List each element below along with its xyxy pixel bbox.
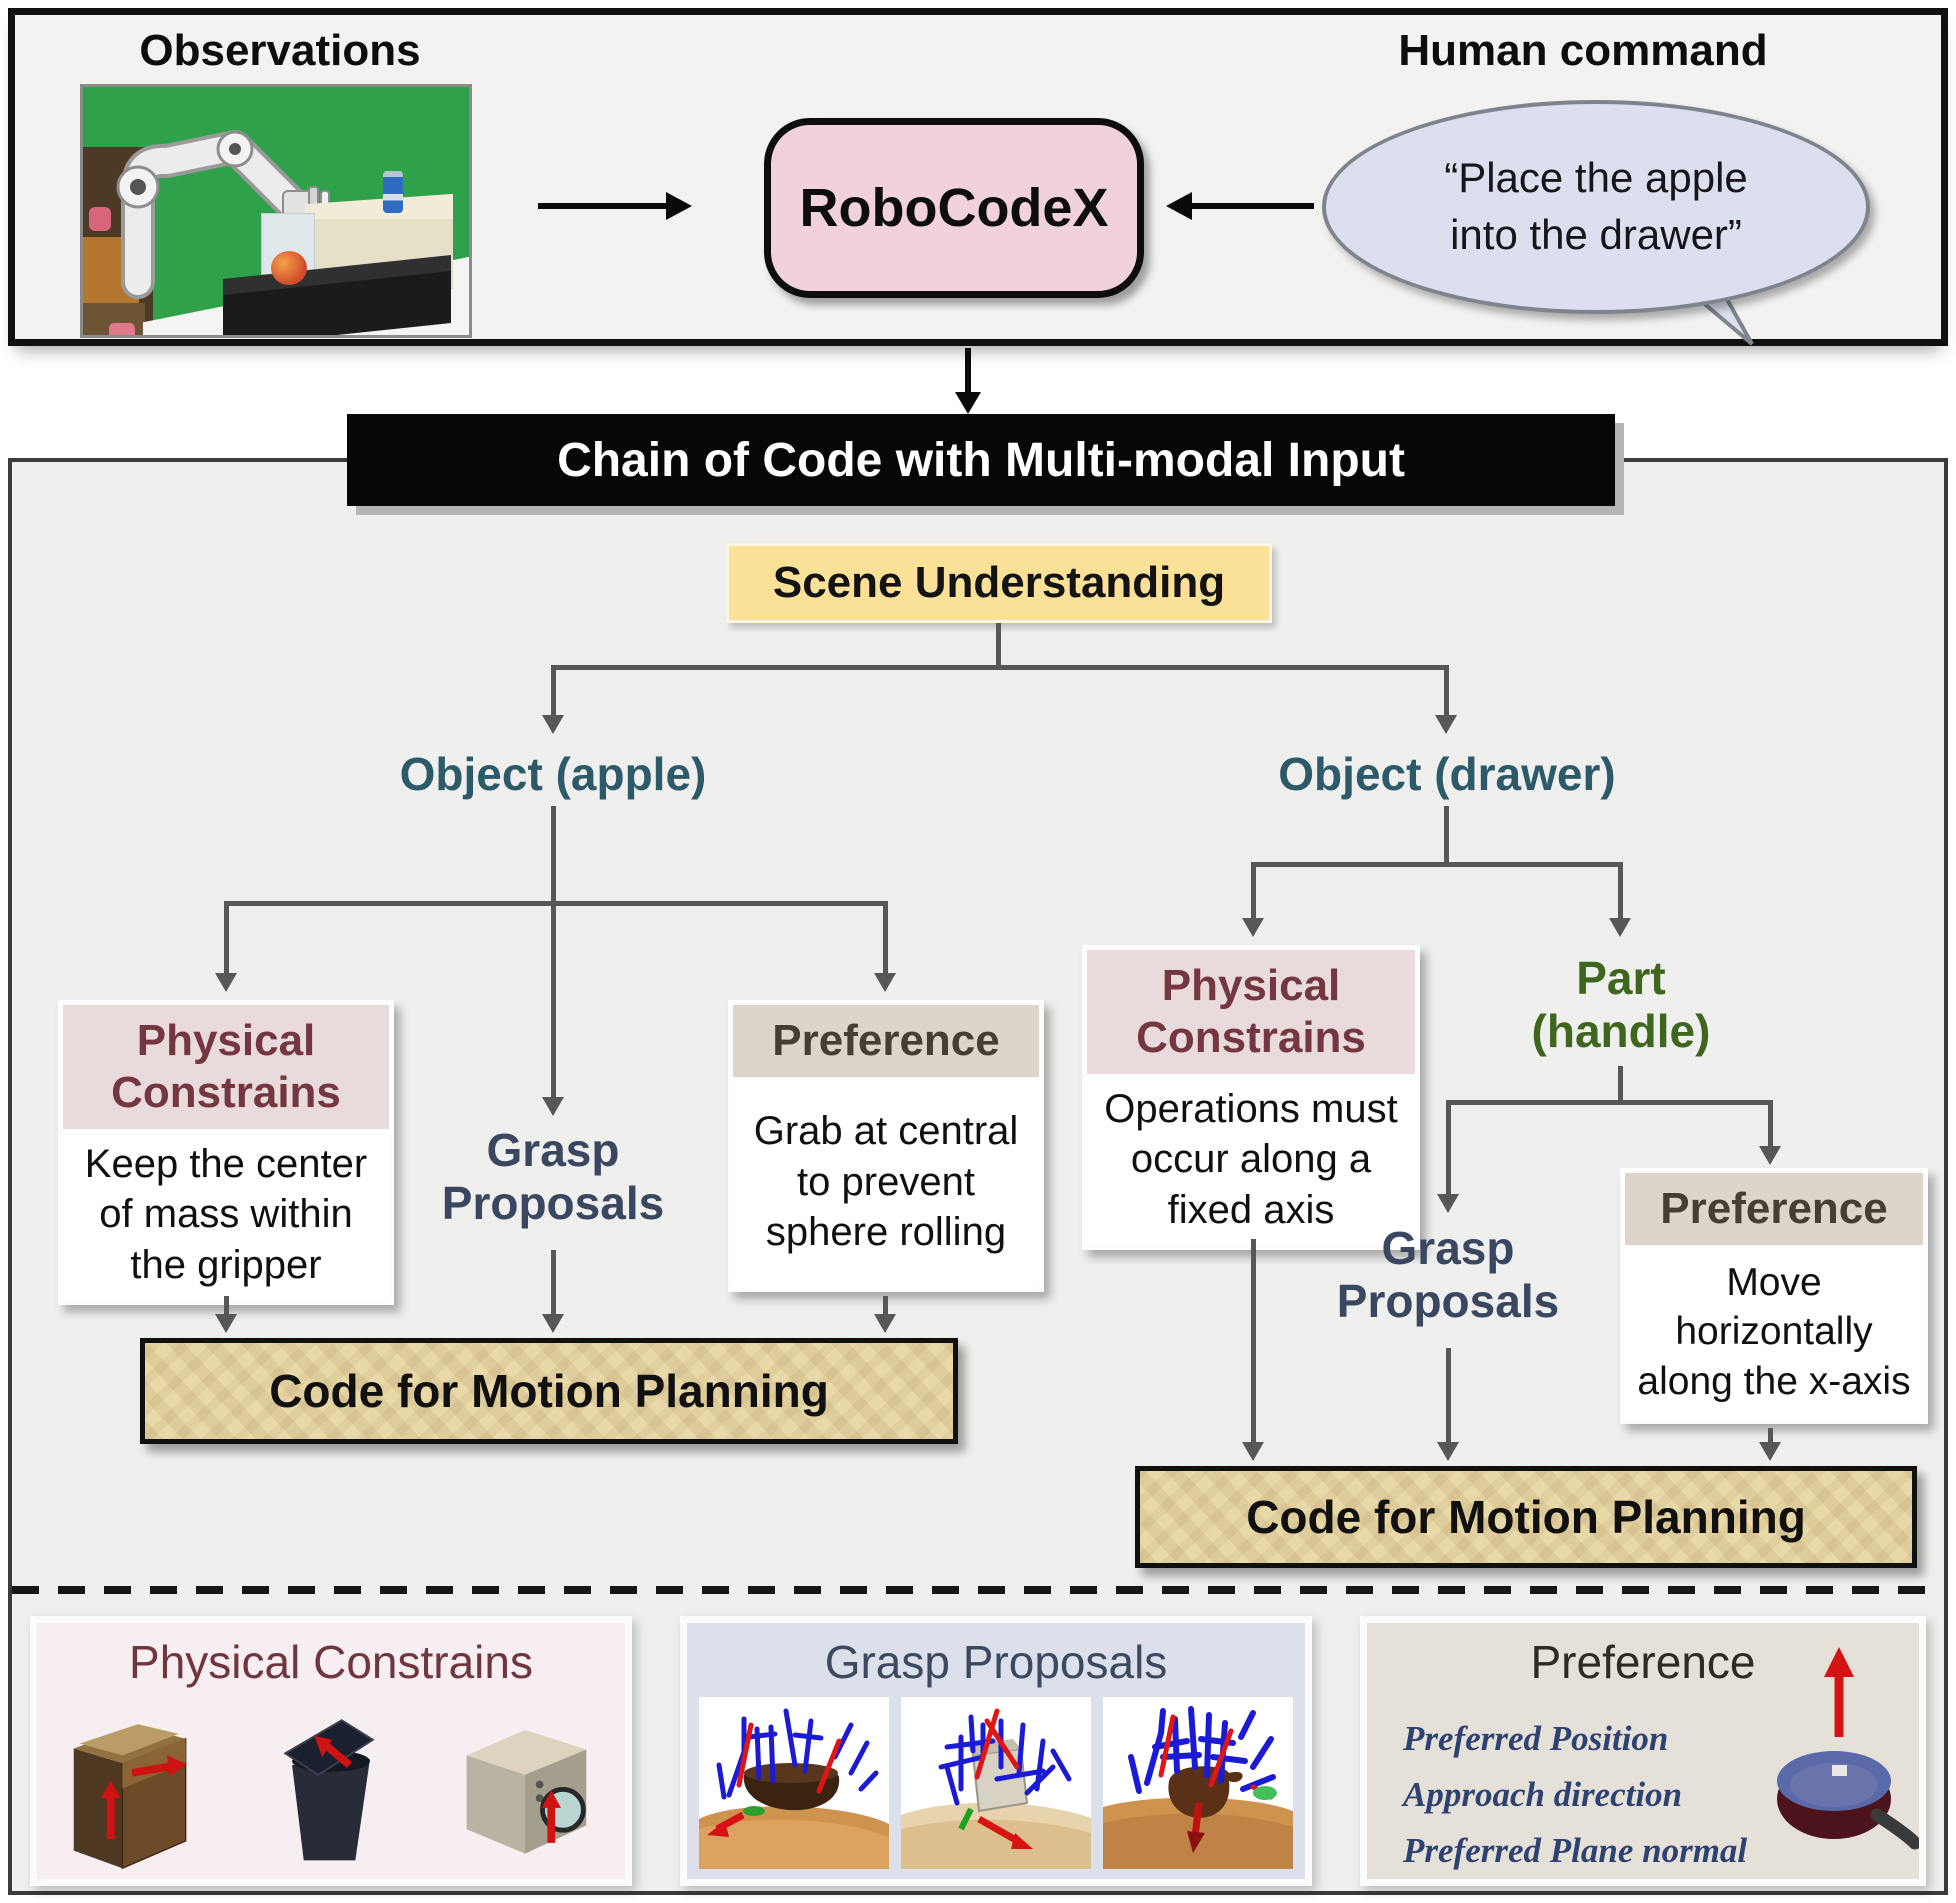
connector <box>551 806 556 905</box>
grasp-pointcloud-mug-image <box>1103 1697 1293 1869</box>
tree-arrow-icon <box>1437 1442 1459 1461</box>
connector <box>1768 1100 1773 1148</box>
robocodex-box: RoboCodeX <box>764 118 1144 298</box>
apple-preference-card: Preference Grab at central to prevent sp… <box>728 1000 1044 1292</box>
connector <box>551 665 1449 670</box>
tree-arrow-icon <box>215 1314 237 1333</box>
legend-preference-panel: Preference Preferred Position Approach d… <box>1360 1616 1926 1886</box>
connector <box>883 1296 888 1316</box>
scene-understanding-label: Scene Understanding <box>772 558 1226 607</box>
apple-preference-body: Grab at central to prevent sphere rollin… <box>753 1109 1019 1255</box>
tree-arrow-icon <box>874 973 896 992</box>
drawer-physical-constrains-card: Physical Constrains Operations must occu… <box>1082 945 1420 1250</box>
connector <box>996 623 1001 667</box>
apple-grasp-proposals-label: Grasp Proposals <box>441 1124 665 1229</box>
speech-bubble: “Place the apple into the drawer” <box>1322 100 1870 314</box>
object-drawer-label: Object (drawer) <box>1278 748 1616 800</box>
human-command-label: Human command <box>1398 26 1768 75</box>
connector <box>1618 1066 1623 1104</box>
apple-physical-constrains-card: Physical Constrains Keep the center of m… <box>58 1000 394 1305</box>
tree-arrow-icon <box>542 1314 564 1333</box>
pink-item <box>89 207 111 231</box>
arrow-down-icon <box>955 392 981 414</box>
apple <box>271 251 307 285</box>
connector <box>1618 862 1623 920</box>
connector <box>1446 1100 1451 1196</box>
legend-grasp-proposals-panel: Grasp Proposals <box>680 1616 1312 1886</box>
connector <box>1768 1428 1773 1444</box>
arrow-right-icon <box>666 192 692 220</box>
chain-banner: Chain of Code with Multi-modal Input <box>347 414 1615 506</box>
drawer-grasp-proposals-label: Grasp Proposals <box>1336 1222 1560 1327</box>
connector <box>1444 665 1449 717</box>
pink-item2 <box>109 323 135 335</box>
grasp-pointcloud-bowl-image <box>699 1697 889 1869</box>
grasp-pointcloud-box-image <box>901 1697 1091 1869</box>
legend-preference-title: Preference <box>1530 1636 1756 1688</box>
tree-arrow-icon <box>1759 1146 1781 1165</box>
drawer-code-label: Code for Motion Planning <box>1246 1491 1806 1543</box>
preference-item-normal: Preferred Plane normal <box>1403 1831 1748 1870</box>
legend-physical-constrains-title: Physical Constrains <box>129 1636 533 1688</box>
speech-line2: into the drawer” <box>1450 211 1742 258</box>
robocodex-label: RoboCodeX <box>799 178 1109 238</box>
apple-code-box: Code for Motion Planning <box>140 1338 958 1444</box>
tree-arrow-icon <box>1242 1442 1264 1461</box>
observations-photo <box>80 84 472 338</box>
preference-item-approach: Approach direction <box>1403 1775 1683 1814</box>
drawer-preference-body: Move horizontally along the x-axis <box>1637 1261 1911 1403</box>
object-apple-label: Object (apple) <box>399 748 707 800</box>
connector <box>551 665 556 717</box>
dashed-separator <box>12 1586 1944 1594</box>
connector <box>1446 1100 1773 1105</box>
legend-grasp-proposals-title: Grasp Proposals <box>824 1636 1168 1688</box>
tree-arrow-icon <box>1435 715 1457 734</box>
pan-normal-arrow-image <box>1777 1647 1919 1850</box>
tree-arrow-icon <box>542 1097 564 1116</box>
legend-physical-constrains-panel: Physical Constrains <box>30 1616 632 1886</box>
robot-arm <box>116 130 330 299</box>
drawer-code-box: Code for Motion Planning <box>1135 1466 1917 1568</box>
tree-arrow-icon <box>1609 918 1631 937</box>
preference-item-position: Preferred Position <box>1403 1719 1669 1758</box>
drawer-preference-card: Preference Move horizontally along the x… <box>1620 1168 1928 1424</box>
drawer-physical-constrains-body: Operations must occur along a fixed axis <box>1104 1086 1398 1232</box>
connector <box>224 901 888 906</box>
arrow-observations-to-model <box>538 203 668 209</box>
tree-arrow-icon <box>215 973 237 992</box>
connector <box>1251 862 1623 867</box>
connector <box>551 901 556 1099</box>
connector <box>1444 806 1449 866</box>
drawer-physical-constrains-title: Physical Constrains <box>1087 950 1415 1074</box>
tree-arrow-icon <box>542 715 564 734</box>
tree-arrow-icon <box>1759 1442 1781 1461</box>
trash-bin-image <box>283 1719 375 1861</box>
apple-physical-constrains-title: Physical Constrains <box>63 1005 389 1129</box>
apple-physical-constrains-body: Keep the center of mass within the gripp… <box>84 1141 368 1287</box>
apple-code-label: Code for Motion Planning <box>269 1365 829 1417</box>
connector <box>224 1296 229 1316</box>
tree-arrow-icon <box>874 1314 896 1333</box>
chain-banner-title: Chain of Code with Multi-modal Input <box>557 433 1405 487</box>
speech-line1: “Place the apple <box>1444 154 1748 202</box>
observations-label: Observations <box>139 26 421 75</box>
arrow-model-to-chain <box>965 348 971 394</box>
connector <box>1446 1348 1451 1444</box>
connector <box>551 1250 556 1316</box>
appliance-box-image <box>466 1730 587 1854</box>
tree-arrow-icon <box>1242 918 1264 937</box>
connector <box>1251 862 1256 920</box>
connector <box>224 901 229 975</box>
soda-can <box>383 171 403 213</box>
drawer-preference-title: Preference <box>1625 1173 1923 1245</box>
part-handle-label: Part (handle) <box>1531 952 1711 1057</box>
apple-preference-title: Preference <box>733 1005 1039 1077</box>
connector <box>883 901 888 975</box>
arrow-command-to-model <box>1190 203 1314 209</box>
tree-arrow-icon <box>1437 1194 1459 1213</box>
scene-understanding-box: Scene Understanding <box>726 543 1272 623</box>
drawer-cabinet-image <box>73 1724 187 1870</box>
arrow-left-icon <box>1166 192 1192 220</box>
connector <box>1251 1239 1256 1444</box>
